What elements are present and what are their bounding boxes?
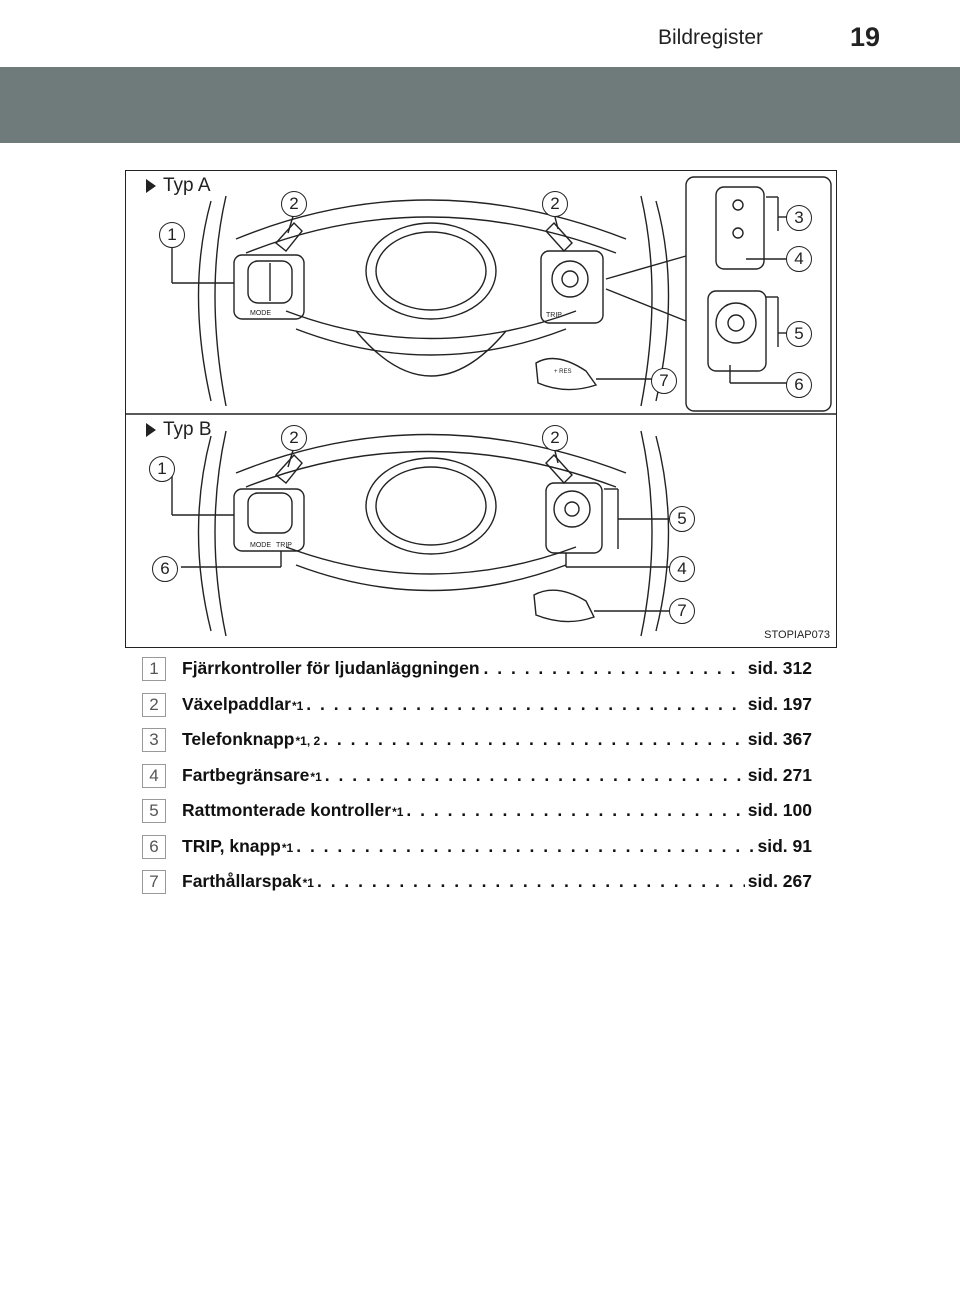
item-label: TRIP, knapp	[182, 835, 281, 856]
page-reference[interactable]: sid. 271	[747, 764, 812, 785]
item-number: 7	[142, 870, 166, 894]
triangle-bullet-icon	[146, 179, 156, 193]
item-footnote: *1	[392, 805, 404, 819]
page-reference[interactable]: sid. 91	[757, 835, 812, 856]
item-label: Farthållarspak	[182, 871, 302, 891]
leader-dots	[325, 765, 745, 786]
callout-a-2-left: 2	[281, 191, 307, 217]
mode-label-a: MODE	[250, 310, 271, 317]
item-footnote: *1	[281, 840, 294, 855]
list-item: 2 Växelpaddlar*1 sid. 197	[142, 689, 822, 725]
item-label: Växelpaddlar	[182, 693, 291, 714]
leader-dots	[484, 658, 745, 679]
page-reference[interactable]: sid. 367	[747, 729, 812, 749]
item-label: Telefonknapp	[182, 729, 295, 749]
list-item: 6 TRIP, knapp*1 sid. 91	[142, 831, 822, 867]
leader-dots	[323, 729, 745, 750]
trip-label-b: TRIP	[276, 542, 292, 549]
item-number: 5	[142, 799, 166, 823]
list-item: 5 Rattmonterade kontroller*1 sid. 100	[142, 795, 822, 831]
item-label: Fjärrkontroller för ljudanläggningen	[182, 658, 480, 678]
page-reference[interactable]: sid. 197	[747, 693, 812, 714]
callout-b-6: 6	[152, 556, 178, 582]
page-reference[interactable]: sid. 312	[747, 658, 812, 678]
steering-wheel-figure: MODE TRIP + RES	[125, 170, 837, 648]
callout-a-3: 3	[786, 205, 812, 231]
section-title: Bildregister	[658, 26, 764, 49]
list-item: 7 Farthållarspak*1 sid. 267	[142, 866, 822, 902]
page-reference[interactable]: sid. 267	[747, 871, 812, 891]
triangle-bullet-icon	[146, 423, 156, 437]
callout-b-2-left: 2	[281, 425, 307, 451]
item-number: 4	[142, 763, 166, 788]
leader-dots	[306, 694, 744, 715]
item-label: Rattmonterade kontroller	[182, 800, 392, 820]
mode-label-b: MODE	[250, 542, 271, 549]
list-item: 1 Fjärrkontroller för ljudanläggningen s…	[142, 653, 822, 689]
callout-b-2-right: 2	[542, 425, 568, 451]
item-list: 1 Fjärrkontroller för ljudanläggningen s…	[142, 653, 822, 902]
leader-dots	[317, 871, 745, 892]
callout-b-1: 1	[149, 456, 175, 482]
page-reference[interactable]: sid. 100	[747, 800, 812, 820]
item-number: 1	[142, 657, 166, 681]
callout-a-6: 6	[786, 372, 812, 398]
callout-b-4: 4	[669, 556, 695, 582]
list-item: 4 Fartbegränsare*1 sid. 271	[142, 760, 822, 796]
figure-code: STOPIAP073	[764, 629, 830, 641]
callout-b-7: 7	[669, 598, 695, 624]
callout-a-4: 4	[786, 246, 812, 272]
leader-dots	[406, 800, 744, 821]
leader-dots	[296, 836, 754, 857]
variant-a-label: Typ A	[146, 175, 211, 197]
item-number: 6	[142, 834, 166, 859]
res-label-a: + RES	[554, 369, 572, 375]
item-footnote: *1	[310, 769, 322, 784]
variant-b-label: Typ B	[146, 419, 212, 441]
trip-label-a: TRIP	[546, 312, 562, 319]
callout-a-2-right: 2	[542, 191, 568, 217]
header-band	[0, 67, 960, 143]
item-footnote: *1	[302, 876, 314, 890]
page-header: Bildregister 19	[0, 0, 960, 62]
item-footnote: *1, 2	[295, 734, 321, 748]
callout-b-5: 5	[669, 506, 695, 532]
callout-a-5: 5	[786, 321, 812, 347]
callout-a-1: 1	[159, 222, 185, 248]
item-number: 2	[142, 692, 166, 717]
callout-a-7: 7	[651, 368, 677, 394]
item-label: Fartbegränsare	[182, 764, 310, 785]
list-item: 3 Telefonknapp*1, 2 sid. 367	[142, 724, 822, 760]
item-footnote: *1	[291, 698, 304, 713]
steering-wheel-illustration: MODE TRIP + RES	[126, 176, 836, 637]
item-number: 3	[142, 728, 166, 752]
page-number: 19	[850, 22, 881, 52]
